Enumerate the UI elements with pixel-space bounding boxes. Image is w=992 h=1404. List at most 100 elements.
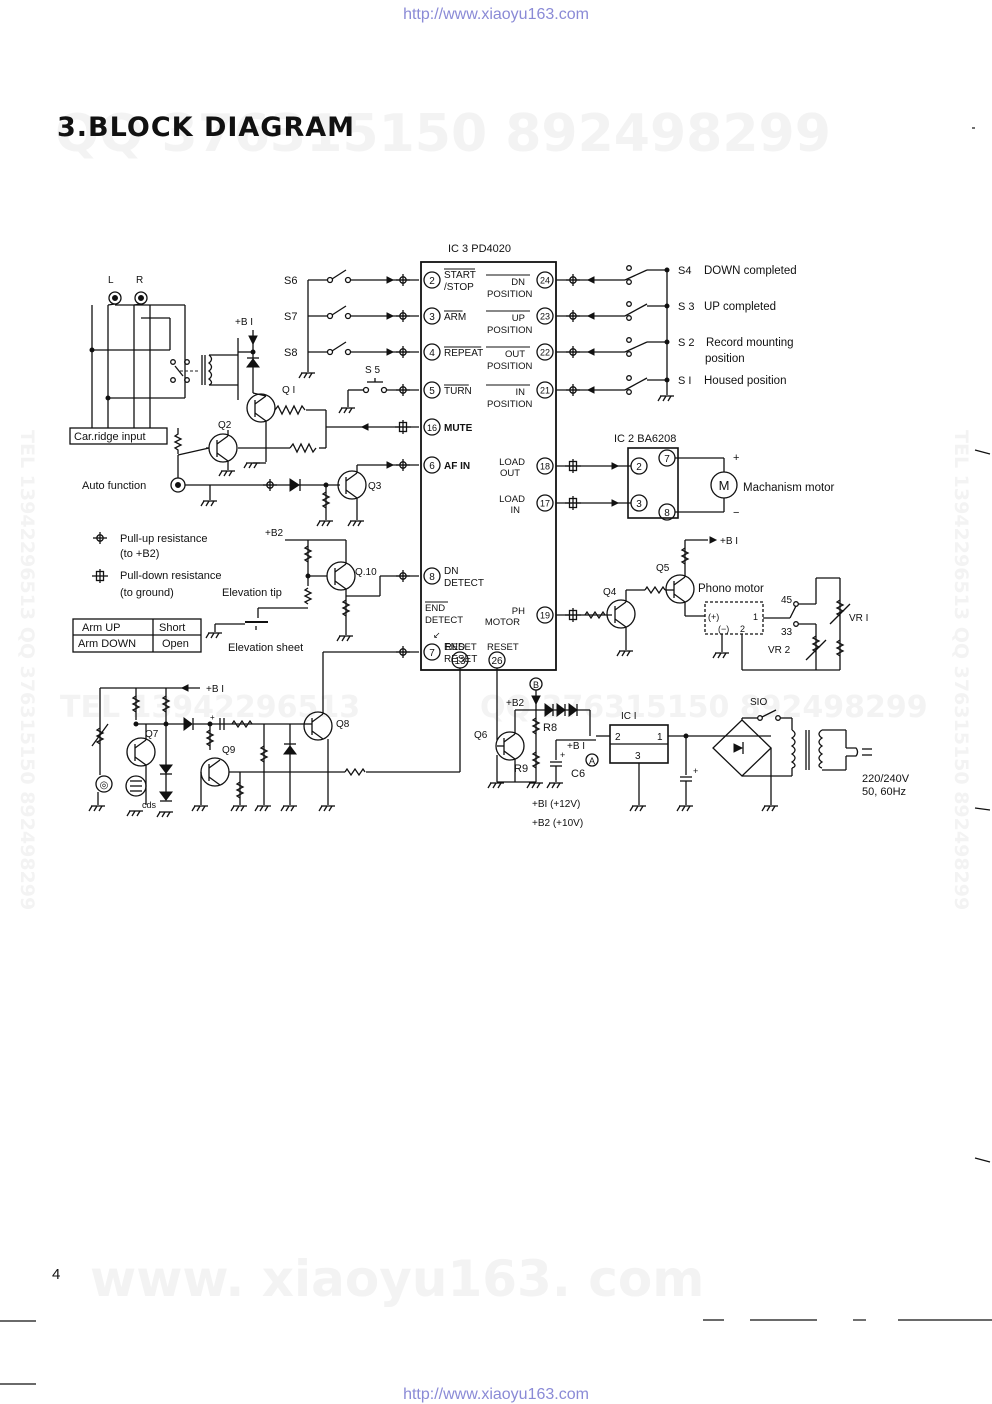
c6-label: C6: [571, 768, 585, 780]
transistor-q7-icon: [126, 737, 156, 767]
cartridge-section: L R Car.ridge input: [69, 275, 239, 445]
pin-num: 6: [429, 461, 435, 472]
switch-label: Record mounting: [706, 337, 794, 349]
channel-r-label: R: [136, 275, 143, 286]
elevation-sheet-label: Elevation sheet: [228, 642, 303, 654]
arm-table-cell: Arm UP: [82, 622, 121, 634]
pin-num: 24: [540, 276, 550, 286]
pin-num: 22: [540, 348, 550, 358]
pin-name: LOAD: [499, 494, 525, 505]
cartridge-input-box: [69, 427, 168, 445]
pin-name: TURN: [444, 386, 472, 397]
pin-num: 16: [427, 423, 437, 433]
switch-id: S4: [678, 265, 691, 277]
n33-label: 33: [781, 627, 793, 638]
pin-name: /STOP: [444, 282, 474, 293]
pin-name: LOAD: [499, 457, 525, 468]
ic2-pin: 2: [636, 462, 642, 473]
ic3-pin-5: 5 TURN: [423, 381, 472, 399]
pin-name: OUT: [505, 349, 525, 360]
node-a-icon: [585, 753, 599, 767]
pin-name: START: [444, 270, 476, 281]
pin-name: OUT: [500, 468, 520, 479]
motor-symbol: M: [719, 478, 730, 493]
pin-name: IN: [516, 387, 526, 398]
ic2-pin: 3: [636, 499, 642, 510]
page-number: 4: [52, 1266, 61, 1283]
pin-name: POSITION: [487, 325, 533, 336]
pin-num: 17: [540, 499, 550, 509]
transistor-q8-icon: [303, 711, 333, 741]
pin-name: IN: [511, 505, 521, 516]
plus-b2-label-q6: +B2: [506, 698, 525, 709]
pm-plus: (+): [708, 612, 719, 622]
pull-up-icon: [92, 531, 108, 545]
header-url[interactable]: http://www.xiaoyu163.com: [403, 6, 589, 23]
node-a-label: A: [589, 756, 595, 766]
ic3-pin-2: 2 START/STOP: [423, 268, 476, 293]
pm-minus: (−): [718, 624, 729, 634]
arm-table: Arm UP Short Arm DOWN Open: [72, 618, 202, 653]
ic1-pin2: 2: [615, 732, 621, 743]
pin-num: 2: [429, 276, 435, 287]
pin-num: 19: [540, 611, 550, 621]
switch-label-s8: S8: [284, 347, 297, 359]
arm-table-cell: Open: [162, 638, 189, 650]
pin-name: ARM: [444, 312, 466, 323]
legend-pull-up: Pull-up resistance: [120, 533, 207, 545]
c6-plus: +: [560, 750, 565, 760]
supply-b1-label: +BI (+12V): [532, 799, 580, 810]
ic2-label: IC 2 BA6208: [614, 433, 676, 445]
lamp-icon: ◎: [100, 780, 109, 791]
phono-motor-label: Phono motor: [698, 583, 764, 595]
ic2-pin: 7: [664, 454, 670, 465]
arm-table-cell: Arm DOWN: [78, 638, 136, 650]
pin-num: 13: [454, 656, 466, 667]
q4-label: Q4: [603, 587, 617, 598]
motor-plus: +: [733, 452, 739, 464]
switch-label: Housed position: [704, 375, 786, 387]
transistor-q10-icon: [326, 561, 356, 591]
cds-icon: [125, 775, 147, 797]
motor-minus: −: [733, 507, 739, 519]
supply-b2-label: +B2 (+10V): [532, 818, 583, 829]
pin-num: 5: [429, 386, 435, 397]
arm-table-cell: Short: [159, 622, 185, 634]
r8-label: R8: [543, 722, 557, 734]
plus-b1-label: +B I: [235, 317, 253, 328]
pin-name: AF IN: [444, 461, 470, 472]
mechanism-motor-icon: [710, 471, 738, 499]
watermark-mid-right: QQ 376315150 892498299: [480, 690, 928, 725]
end-arrow: ↙: [433, 630, 441, 640]
watermark-bottom: www. xiaoyu163. com: [90, 1250, 705, 1308]
transistor-q1-icon: [246, 393, 276, 423]
pin-num: 26: [491, 656, 503, 667]
mains-voltage-label: 220/240V: [862, 773, 910, 785]
switch-label-s6: S6: [284, 275, 297, 287]
footer-url[interactable]: http://www.xiaoyu163.com: [403, 1386, 589, 1403]
plus-b1-label-c6: +B I: [567, 741, 585, 752]
q3-label: Q3: [368, 481, 382, 492]
q10-elevation-block: +B2 Q.10 Elevation tip Elevation sheet: [205, 528, 419, 654]
phono-motor-block: Q4 Q5 +B I Phono motor (+) (−) 1 2 45 33…: [556, 536, 868, 671]
switch-id: S 2: [678, 337, 695, 349]
s10-label: SIO: [750, 697, 767, 708]
pin-name: RESET: [444, 654, 477, 665]
ic1-pin3: 3: [635, 751, 641, 762]
pin-num: 8: [429, 572, 435, 583]
vr2-label: VR 2: [768, 645, 791, 656]
cap-plus: +: [693, 766, 698, 776]
switch-id: S 3: [678, 301, 695, 313]
